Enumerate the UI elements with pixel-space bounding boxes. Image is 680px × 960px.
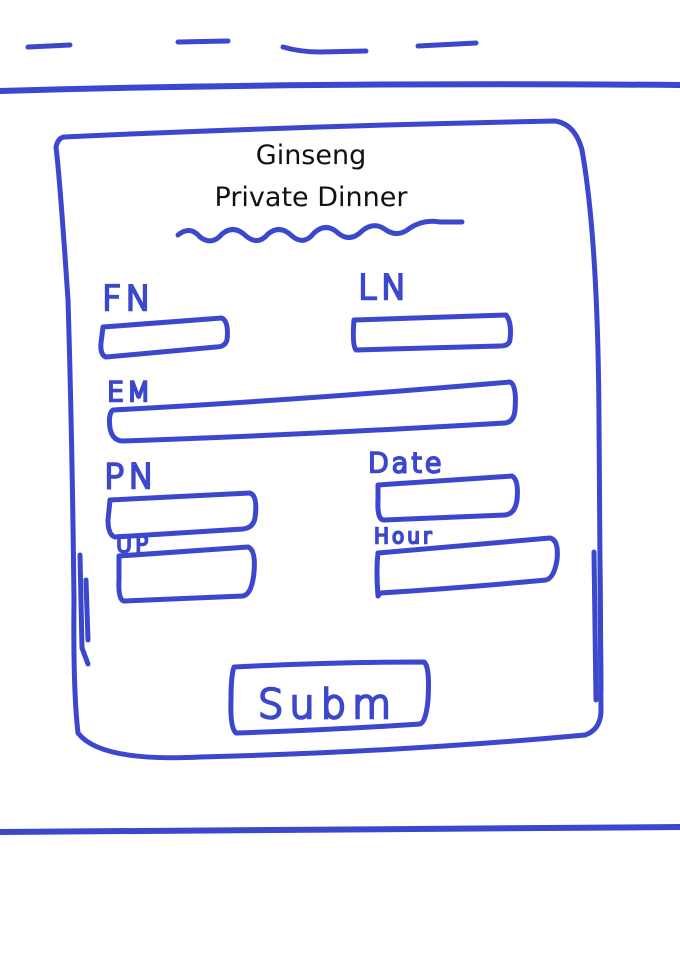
card-scribble-right — [591, 549, 604, 703]
date-field[interactable] — [375, 473, 520, 523]
form-card — [53, 118, 604, 761]
nav-placeholder — [25, 38, 479, 55]
squiggle-icon — [175, 218, 465, 244]
hour-label: Hour — [374, 524, 434, 548]
last-name-field[interactable] — [350, 312, 513, 353]
nav-item-3[interactable] — [280, 44, 369, 55]
page-title-line-1: Ginseng — [255, 140, 367, 171]
footer-divider — [0, 824, 680, 835]
party-size-field[interactable] — [116, 544, 257, 604]
page-title-line-2: Private Dinner — [214, 182, 408, 213]
nav-item-4[interactable] — [415, 40, 479, 49]
phone-field[interactable] — [105, 490, 259, 540]
email-field[interactable] — [106, 379, 518, 444]
card-scribble-left — [77, 552, 91, 667]
date-label: Date — [368, 448, 445, 479]
header-divider — [0, 81, 680, 94]
submit-button[interactable] — [228, 659, 431, 736]
hour-field[interactable] — [374, 535, 560, 599]
phone-label: PN — [104, 457, 158, 497]
nav-item-1[interactable] — [25, 42, 73, 50]
first-name-field[interactable] — [98, 315, 230, 360]
first-name-label: FN — [102, 279, 155, 319]
submit-button-label: Subm — [258, 682, 397, 728]
last-name-label: LN — [358, 268, 410, 308]
email-label: EM — [107, 377, 153, 408]
nav-item-2[interactable] — [175, 38, 231, 45]
